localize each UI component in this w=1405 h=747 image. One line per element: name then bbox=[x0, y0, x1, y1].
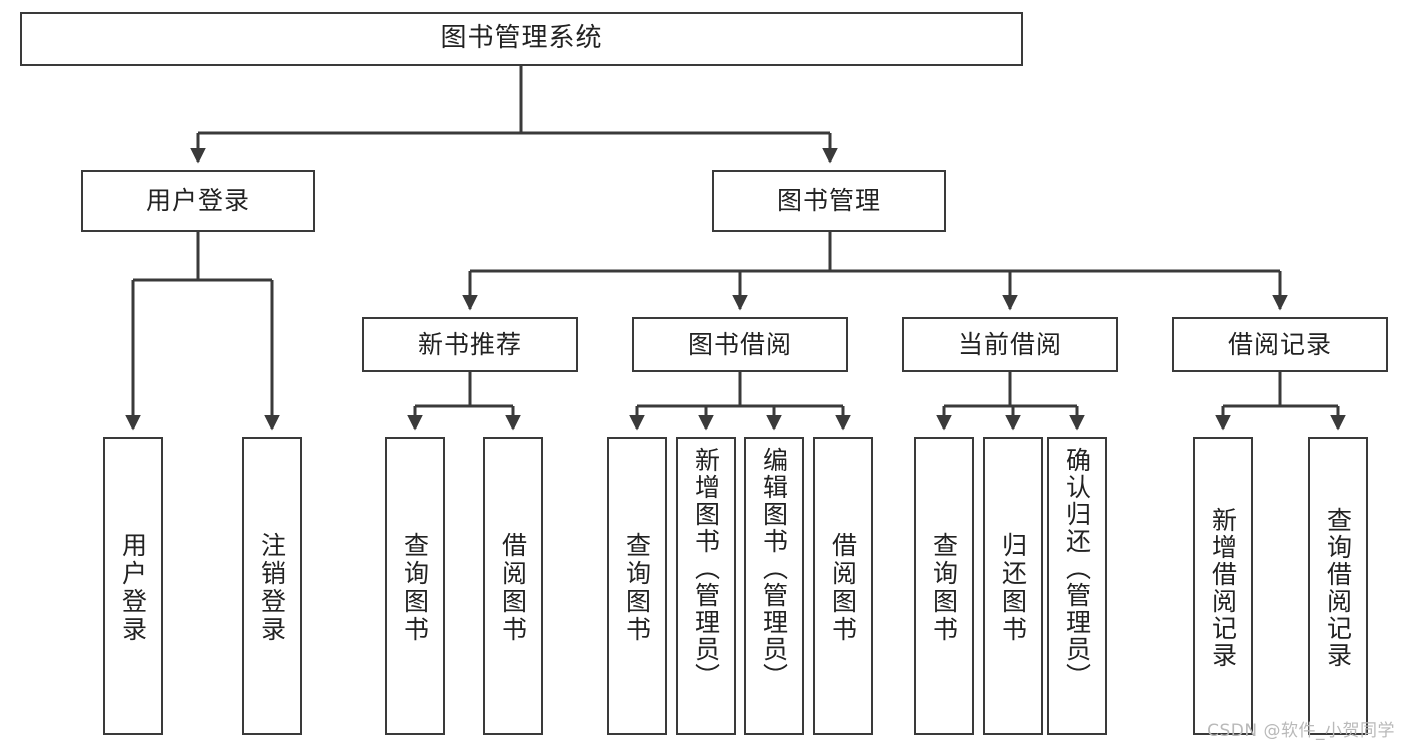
node-leaf-query-record[interactable]: 查询借阅记录 bbox=[1308, 437, 1368, 735]
node-leaf-query-book-3[interactable]: 查询图书 bbox=[914, 437, 974, 735]
node-leaf-add-record-label: 新增借阅记录 bbox=[1208, 507, 1238, 669]
node-leaf-confirm-return[interactable]: 确认归还（管理员） bbox=[1047, 437, 1107, 735]
node-leaf-add-book-label: 新增图书（管理员） bbox=[691, 447, 721, 690]
node-leaf-add-record[interactable]: 新增借阅记录 bbox=[1193, 437, 1253, 735]
node-leaf-query-book-3-label: 查询图书 bbox=[929, 532, 959, 644]
node-leaf-confirm-return-label: 确认归还（管理员） bbox=[1062, 447, 1092, 690]
node-root-label: 图书管理系统 bbox=[440, 23, 603, 54]
node-leaf-user-login[interactable]: 用户登录 bbox=[103, 437, 163, 735]
node-leaf-user-logout[interactable]: 注销登录 bbox=[242, 437, 302, 735]
node-leaf-query-book-1[interactable]: 查询图书 bbox=[385, 437, 445, 735]
node-new-book-recommend-label: 新书推荐 bbox=[417, 329, 522, 359]
node-user-login-label: 用户登录 bbox=[145, 186, 250, 215]
node-leaf-edit-book-label: 编辑图书（管理员） bbox=[759, 447, 789, 690]
node-leaf-user-login-label: 用户登录 bbox=[118, 532, 148, 644]
node-leaf-return-book-label: 归还图书 bbox=[998, 532, 1028, 644]
node-book-borrow[interactable]: 图书借阅 bbox=[632, 317, 848, 372]
node-leaf-query-record-label: 查询借阅记录 bbox=[1323, 507, 1353, 669]
node-leaf-edit-book[interactable]: 编辑图书（管理员） bbox=[744, 437, 804, 735]
node-leaf-user-logout-label: 注销登录 bbox=[257, 532, 287, 644]
node-borrow-record-label: 借阅记录 bbox=[1227, 329, 1332, 359]
node-new-book-recommend[interactable]: 新书推荐 bbox=[362, 317, 578, 372]
node-user-login[interactable]: 用户登录 bbox=[81, 170, 315, 232]
node-leaf-return-book[interactable]: 归还图书 bbox=[983, 437, 1043, 735]
node-leaf-borrow-book-2-label: 借阅图书 bbox=[828, 532, 858, 644]
node-leaf-borrow-book-2[interactable]: 借阅图书 bbox=[813, 437, 873, 735]
node-book-manage-label: 图书管理 bbox=[776, 186, 881, 215]
watermark: CSDN @软件_小贺同学 bbox=[1207, 721, 1395, 741]
node-leaf-query-book-2[interactable]: 查询图书 bbox=[607, 437, 667, 735]
node-current-borrow-label: 当前借阅 bbox=[957, 329, 1062, 359]
node-leaf-borrow-book-1-label: 借阅图书 bbox=[498, 532, 528, 644]
node-leaf-borrow-book-1[interactable]: 借阅图书 bbox=[483, 437, 543, 735]
node-root[interactable]: 图书管理系统 bbox=[20, 12, 1023, 66]
node-leaf-add-book[interactable]: 新增图书（管理员） bbox=[676, 437, 736, 735]
node-book-manage[interactable]: 图书管理 bbox=[712, 170, 946, 232]
node-book-borrow-label: 图书借阅 bbox=[687, 329, 792, 359]
node-borrow-record[interactable]: 借阅记录 bbox=[1172, 317, 1388, 372]
node-current-borrow[interactable]: 当前借阅 bbox=[902, 317, 1118, 372]
node-leaf-query-book-2-label: 查询图书 bbox=[622, 532, 652, 644]
node-leaf-query-book-1-label: 查询图书 bbox=[400, 532, 430, 644]
